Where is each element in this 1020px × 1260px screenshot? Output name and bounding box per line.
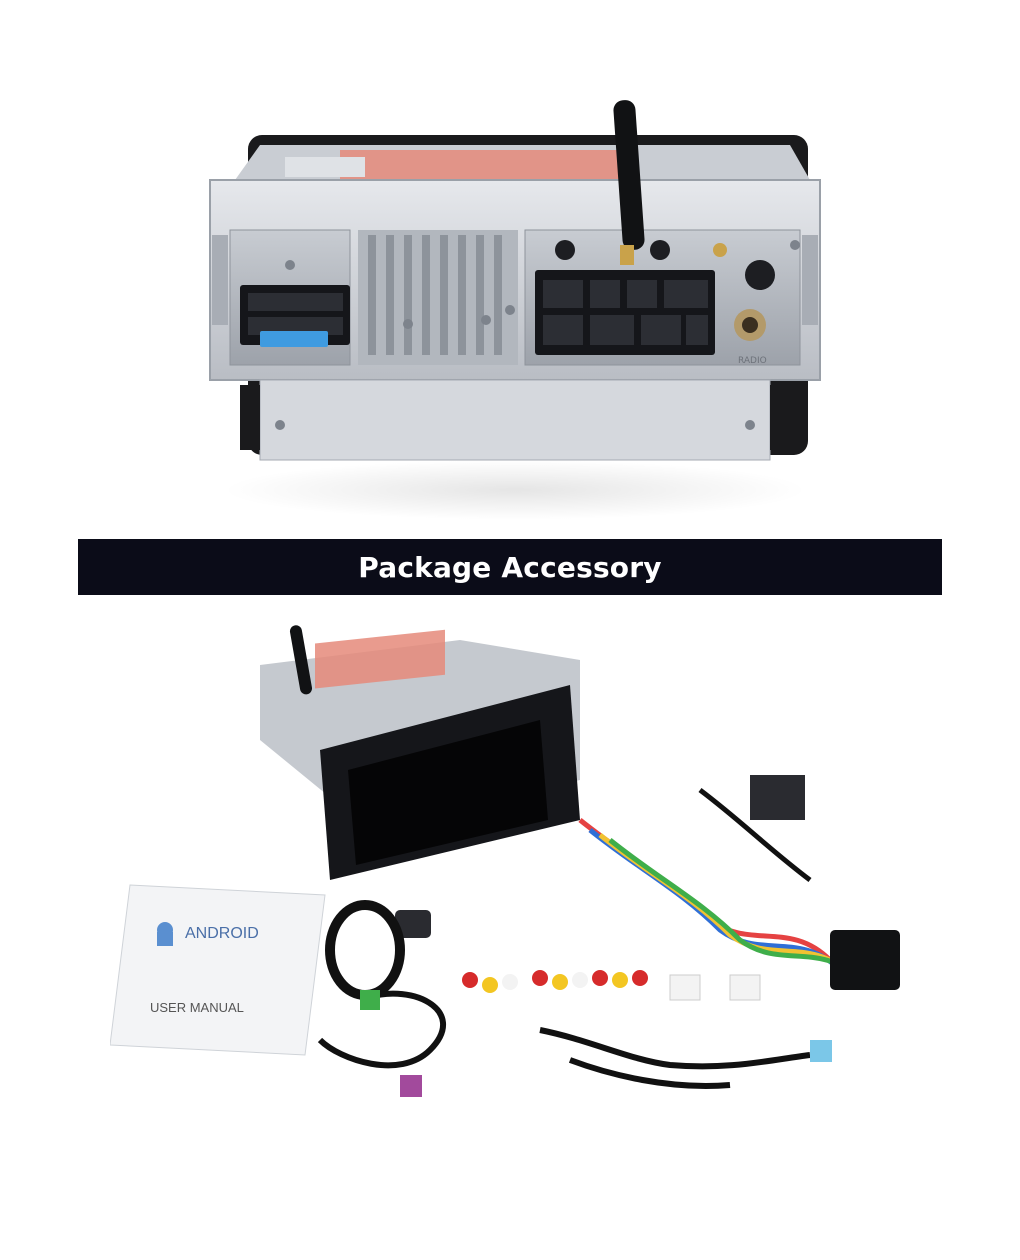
manual-title: USER MANUAL: [150, 1000, 244, 1015]
section-banner: Package Accessory: [78, 539, 942, 595]
head-unit-rear-photo: RADIO: [209, 100, 821, 461]
banner-title: Package Accessory: [358, 550, 662, 584]
manual-brand: ANDROID: [185, 925, 259, 942]
android-logo-icon: [157, 922, 173, 946]
radio-port-label: RADIO: [738, 356, 767, 366]
package-accessories-photo: ANDROID USER MANUAL: [110, 625, 900, 1097]
floor-shadow: [220, 460, 810, 520]
